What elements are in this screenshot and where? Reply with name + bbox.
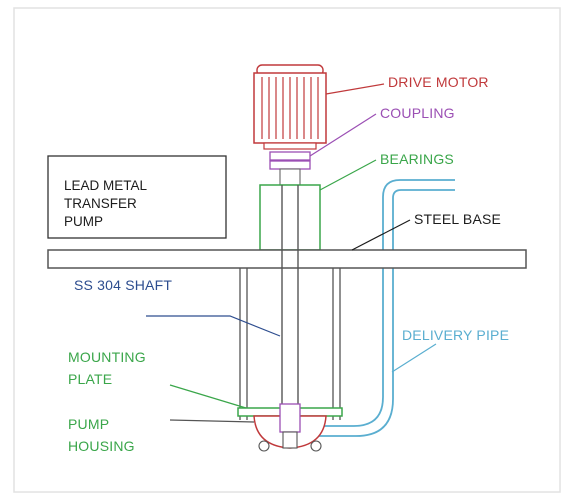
shaft-leader — [146, 315, 281, 337]
title-line-1: LEAD METAL — [64, 178, 148, 193]
impeller-bolt-right — [310, 440, 322, 452]
motor-base — [263, 142, 317, 150]
pump-housing-label-line-1: PUMP — [68, 416, 109, 432]
drive-motor-leader — [325, 83, 385, 95]
leader-lines — [146, 83, 437, 423]
coupling-label: COUPLING — [380, 105, 455, 121]
title-line-3: PUMP — [64, 214, 103, 229]
coupling-lower — [269, 160, 311, 170]
title-line-2: TRANSFER — [64, 196, 137, 211]
steel-base-leader — [351, 219, 411, 251]
pump-housing-leader — [169, 419, 255, 423]
mounting-plate-label-line-2: PLATE — [68, 371, 112, 387]
pump-housing — [253, 403, 327, 452]
steel-base-label: STEEL BASE — [414, 211, 501, 227]
drive-motor-label: DRIVE MOTOR — [388, 74, 489, 90]
mounting-plate-label-line-1: MOUNTING — [68, 349, 146, 365]
coupling-upper — [269, 151, 311, 161]
pump-housing-label-line-2: HOUSING — [68, 438, 135, 454]
motor-fins — [261, 77, 319, 139]
bearings-leader — [319, 159, 377, 191]
bearings-label: BEARINGS — [380, 151, 454, 167]
steel-base-plate — [47, 249, 527, 269]
shaft — [281, 185, 299, 410]
pump-inner — [279, 403, 301, 433]
impeller-bolt-left — [258, 440, 270, 452]
pump-foot — [282, 431, 298, 449]
shaft-label: SS 304 SHAFT — [74, 277, 172, 293]
coupling — [269, 151, 311, 186]
coupling-leader — [309, 113, 377, 157]
mounting-plate-leader — [169, 384, 247, 409]
coupling-hub — [279, 168, 301, 186]
bearing-housing — [259, 184, 321, 251]
delivery-pipe-leader — [391, 343, 437, 373]
title-box — [47, 155, 227, 239]
drive-motor — [253, 64, 327, 150]
column-walls — [239, 268, 341, 420]
delivery-pipe-label: DELIVERY PIPE — [402, 327, 509, 343]
delivery-pipe — [316, 179, 455, 437]
